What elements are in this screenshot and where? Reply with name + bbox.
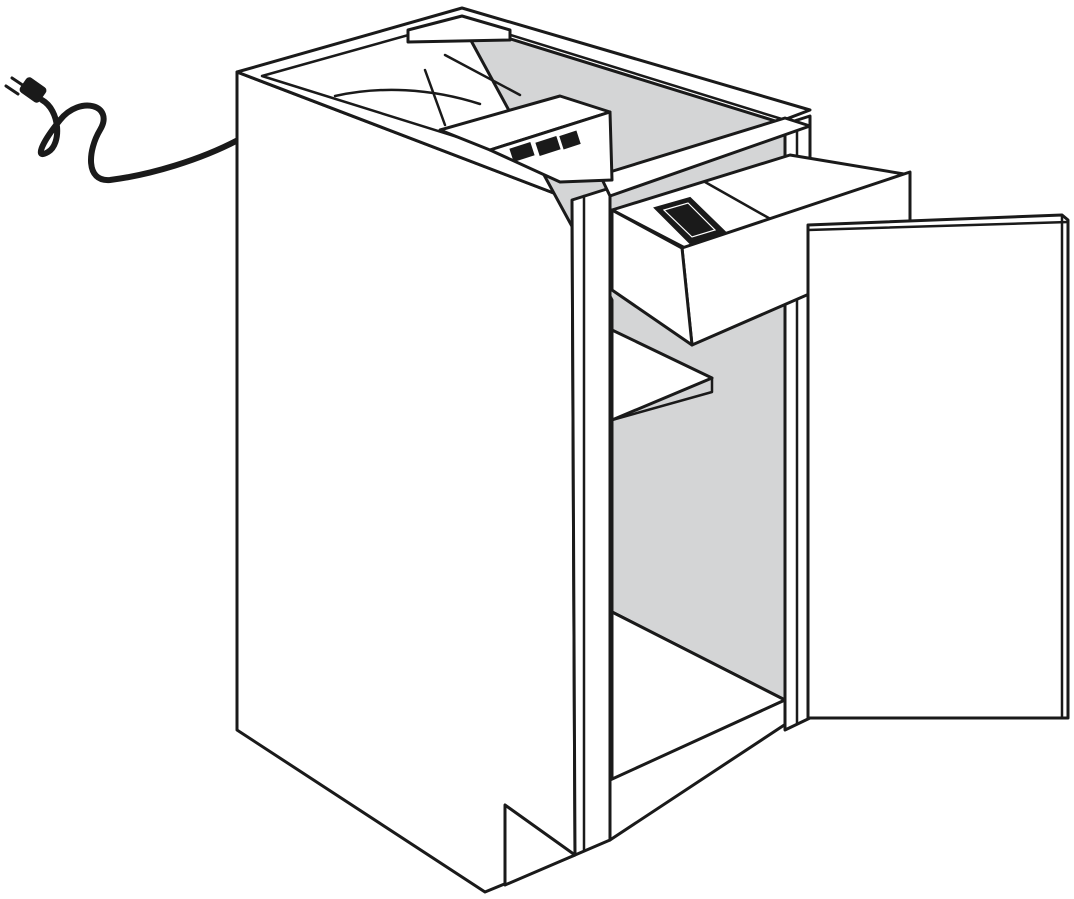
charging-station	[333, 53, 614, 184]
plug-icon	[4, 76, 47, 103]
shelf-edge	[610, 376, 714, 422]
drawer-side	[610, 208, 694, 347]
cabinet-door[interactable]	[806, 213, 1070, 720]
toe-kick	[503, 803, 577, 887]
cabinet-side-panel	[235, 70, 577, 894]
face-frame-top-rail	[598, 116, 812, 198]
drawer[interactable]	[610, 153, 912, 347]
power-cord	[4, 76, 241, 183]
door-top-edge	[806, 220, 1070, 232]
face-frame-left-stile	[570, 186, 612, 857]
phone-icon	[653, 196, 727, 245]
top-back-cleat	[406, 14, 512, 44]
shelf	[610, 328, 714, 422]
